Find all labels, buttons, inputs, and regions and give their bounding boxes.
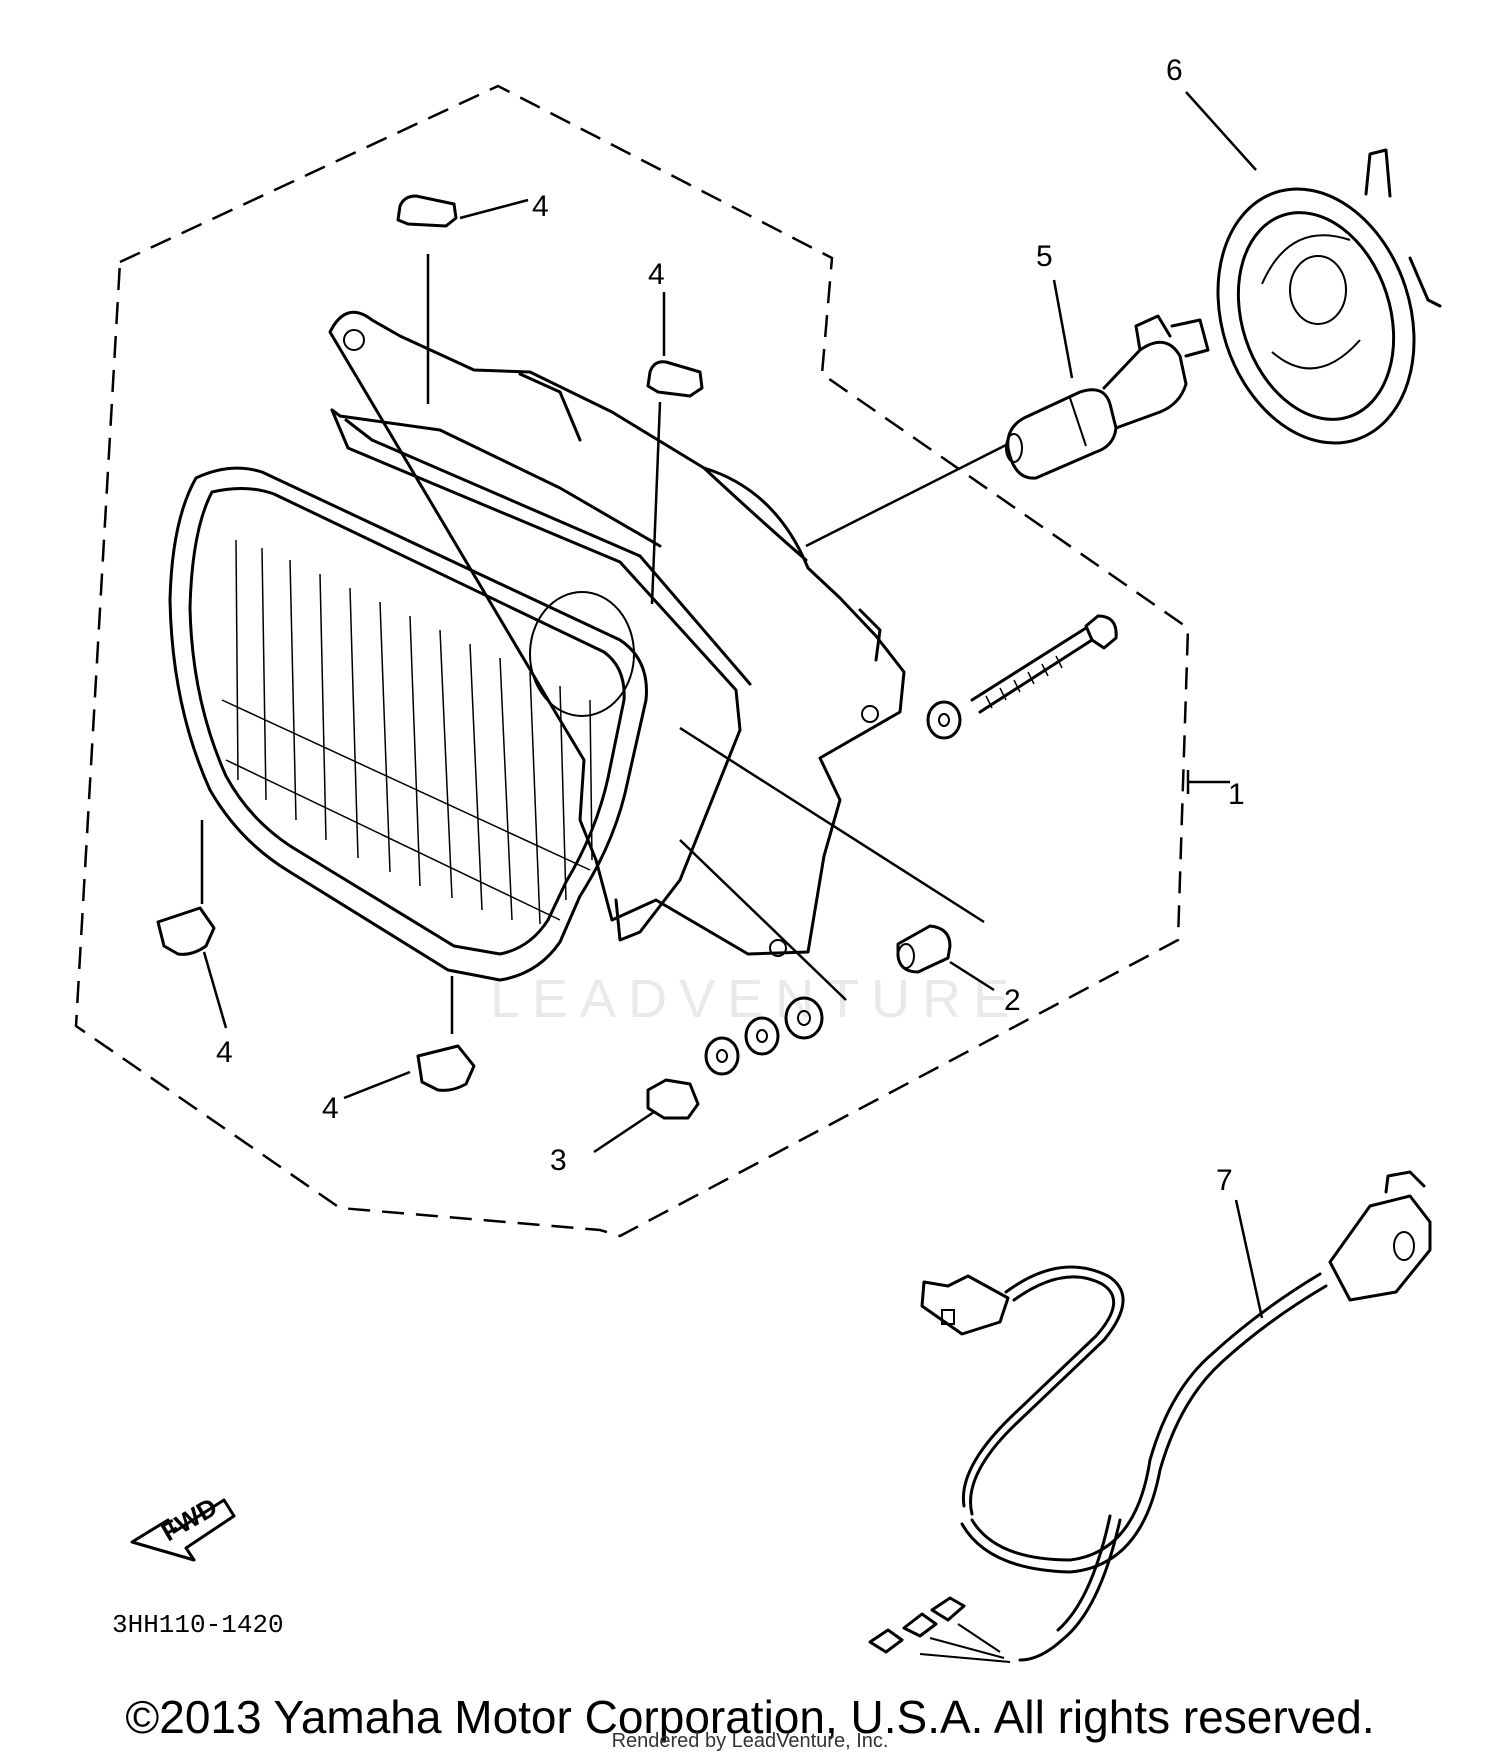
callout-4-top-left: 4 (532, 190, 549, 223)
retaining-clip-bottom-left (156, 820, 228, 1029)
callout-5: 5 (1036, 240, 1053, 273)
callout-4-bottom-left: 4 (216, 1036, 233, 1069)
headlight-gasket-frame (330, 408, 752, 942)
adjuster-nut (679, 726, 995, 992)
fwd-label: FWD (156, 1492, 222, 1548)
callout-2: 2 (1004, 984, 1021, 1017)
headlight-bulb (1005, 314, 1210, 480)
callout-1: 1 (1228, 778, 1245, 811)
callout-4-bottom-right: 4 (322, 1092, 339, 1125)
damper-washers (679, 839, 847, 1076)
lens-ribs (221, 539, 593, 925)
callout-3: 3 (550, 1144, 567, 1177)
headlight-housing (328, 310, 906, 957)
bulb-leader (805, 442, 1009, 548)
headlight-lens (168, 466, 648, 982)
bulb-socket-cover (1216, 148, 1442, 445)
lock-nut (593, 1078, 700, 1154)
adjusting-screw (926, 614, 1118, 740)
rendered-by-credit: Rendered by LeadVenture, Inc. (611, 1730, 889, 1752)
retaining-clip-top-left (396, 194, 529, 404)
leadventure-watermark: LEADVENTURE (490, 969, 1022, 1029)
retaining-clip-bottom-right (343, 976, 476, 1100)
copyright-notice: ©2013 Yamaha Motor Corporation, U.S.A. A… (125, 1691, 1375, 1743)
assembly-boundary (74, 84, 1190, 1238)
callout-4-top-right: 4 (648, 258, 665, 291)
headlight-wire-harness (868, 1170, 1432, 1663)
callout-6: 6 (1166, 54, 1183, 87)
callout-7: 7 (1216, 1164, 1233, 1197)
forward-direction-arrow: FWD (130, 1492, 236, 1562)
retaining-clip-top-right (646, 292, 704, 605)
diagram-code: 3HH110-1420 (112, 1610, 284, 1640)
